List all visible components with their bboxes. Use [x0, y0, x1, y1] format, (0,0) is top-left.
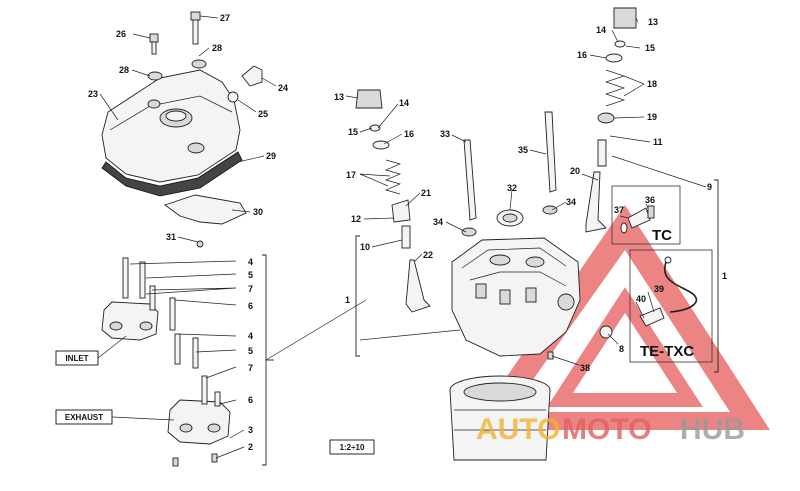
valve-cover-gasket: [101, 151, 243, 197]
callout-9: 9: [707, 182, 712, 192]
callout-40: 40: [636, 294, 646, 304]
scale-label-box: 1:2÷10: [329, 439, 375, 455]
callout-25: 25: [258, 109, 268, 119]
callout-6a: 6: [248, 301, 253, 311]
callout-19: 19: [647, 112, 657, 122]
callout-36: 36: [645, 195, 655, 205]
te-txc-box: [629, 249, 713, 363]
exhaust-label: EXHAUST: [65, 413, 103, 422]
watermark-moto: MOTO: [562, 413, 651, 446]
callout-38: 38: [580, 363, 590, 373]
callout-37: 37: [614, 205, 624, 215]
cylinder-head: [451, 237, 613, 360]
tc-box: [611, 185, 681, 245]
callout-5b: 5: [248, 346, 253, 356]
cover-bolts: [147, 11, 263, 248]
callout-26: 26: [116, 29, 126, 39]
callout-7b: 7: [248, 363, 253, 373]
callout-16b: 16: [577, 50, 587, 60]
callout-20: 20: [570, 166, 580, 176]
callout-16a: 16: [404, 129, 414, 139]
callout-18: 18: [647, 79, 657, 89]
callout-35: 35: [518, 145, 528, 155]
callout-34b: 34: [566, 197, 576, 207]
inlet-valve-train: [355, 89, 431, 313]
callout-7a: 7: [248, 284, 253, 294]
callout-17: 17: [346, 170, 356, 180]
callout-numbers: 26 27 28 28 23 24 25 29 30 31 4 5 7 6 4 …: [88, 13, 727, 452]
callout-23: 23: [88, 89, 98, 99]
callout-39: 39: [654, 284, 664, 294]
te-txc-variant-label: TE-TXC: [640, 343, 694, 360]
exhaust-valve-train: [585, 7, 637, 233]
callout-3: 3: [248, 425, 253, 435]
callout-28a: 28: [212, 43, 222, 53]
callout-30: 30: [253, 207, 263, 217]
callout-32: 32: [507, 183, 517, 193]
callout-8: 8: [619, 344, 624, 354]
tc-variant-label: TC: [652, 227, 672, 244]
callout-33: 33: [440, 129, 450, 139]
callout-11: 11: [653, 137, 663, 147]
watermark-hub: HUB: [680, 413, 745, 446]
callout-14a: 14: [399, 98, 409, 108]
inlet-label-box: INLET: [55, 350, 99, 366]
callout-10: 10: [360, 242, 370, 252]
callout-31: 31: [166, 232, 176, 242]
scale-label: 1:2÷10: [340, 443, 365, 452]
gasket-plate: [164, 194, 247, 225]
callout-24: 24: [278, 83, 288, 93]
inlet-cam-cap: [101, 257, 176, 341]
exhaust-label-box: EXHAUST: [55, 409, 113, 425]
callout-22: 22: [423, 250, 433, 260]
callout-5a: 5: [248, 270, 253, 280]
callout-2: 2: [248, 442, 253, 452]
cylinder-barrel: [449, 375, 551, 461]
callout-15b: 15: [645, 43, 655, 53]
callout-6b: 6: [248, 395, 253, 405]
callout-15a: 15: [348, 127, 358, 137]
callout-12: 12: [351, 214, 361, 224]
callout-1-left: 1: [345, 295, 350, 305]
cylinder-studs: [461, 111, 558, 237]
watermark-auto: AUTO: [476, 413, 560, 446]
callout-13a: 13: [334, 92, 344, 102]
callout-14b: 14: [596, 25, 606, 35]
exhaust-cam-cap: [167, 333, 231, 467]
callout-13b: 13: [648, 17, 658, 27]
callout-34a: 34: [433, 217, 443, 227]
callout-29: 29: [266, 151, 276, 161]
callout-1-right: 1: [722, 271, 727, 281]
valve-cover: [101, 69, 241, 183]
leader-lines: [97, 15, 707, 459]
inlet-label: INLET: [65, 354, 88, 363]
callout-28b: 28: [119, 65, 129, 75]
watermark-text: AUTO MOTO HUB: [476, 413, 745, 446]
callout-27: 27: [220, 13, 230, 23]
callout-4b: 4: [248, 331, 253, 341]
callout-21: 21: [421, 188, 431, 198]
callout-4a: 4: [248, 257, 253, 267]
